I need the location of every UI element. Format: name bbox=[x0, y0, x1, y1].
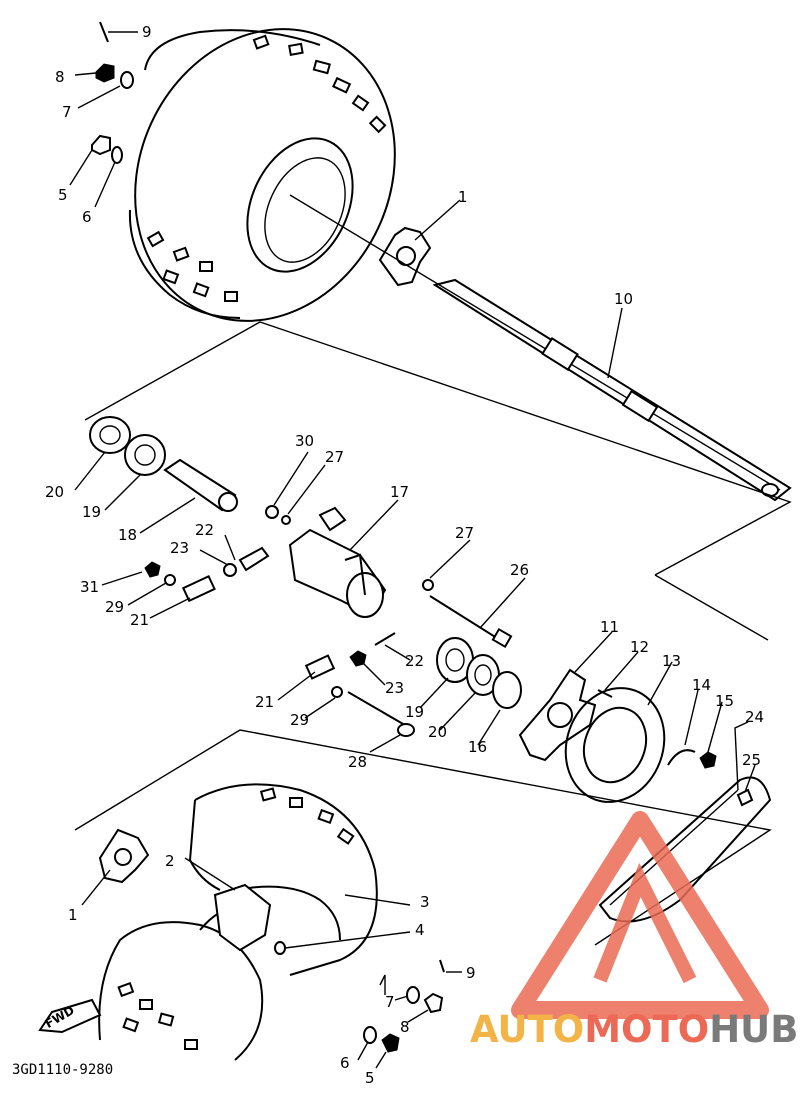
callout-25: 25 bbox=[742, 751, 761, 769]
group-outline-mid bbox=[654, 574, 769, 641]
callout-9-upper: 9 bbox=[142, 23, 152, 41]
callout-26: 26 bbox=[510, 561, 529, 579]
callout-8-lower: 8 bbox=[400, 1018, 410, 1036]
upper-tire bbox=[128, 28, 396, 322]
callout-5-upper: 5 bbox=[58, 186, 68, 204]
callout-6-upper: 6 bbox=[82, 208, 92, 226]
diagram-code: 3GD1110-9280 bbox=[12, 1062, 114, 1078]
callout-29-lower: 29 bbox=[290, 711, 309, 729]
axle-centerline bbox=[289, 194, 781, 491]
watermark-logo bbox=[511, 811, 769, 1019]
callout-31: 31 bbox=[80, 578, 99, 596]
watermark-hub: HUB bbox=[709, 1008, 799, 1051]
callout-28: 28 bbox=[348, 753, 367, 771]
callout-17: 17 bbox=[390, 483, 409, 501]
upper-left-hardware bbox=[91, 21, 134, 164]
fwd-arrow-icon bbox=[38, 998, 102, 1034]
rear-axle bbox=[432, 278, 792, 502]
hub-upper bbox=[378, 226, 432, 287]
callout-18: 18 bbox=[118, 526, 137, 544]
callout-8-upper: 8 bbox=[55, 68, 65, 86]
sprocket-13 bbox=[564, 687, 666, 803]
callout-12: 12 bbox=[630, 638, 649, 656]
callout-21-upper: 21 bbox=[130, 611, 149, 629]
callout-14: 14 bbox=[692, 676, 711, 694]
clip-and-nut bbox=[667, 749, 717, 769]
callout-7-lower: 7 bbox=[385, 993, 395, 1011]
callout-23-lower: 23 bbox=[385, 679, 404, 697]
callout-22-lower: 22 bbox=[405, 652, 424, 670]
callout-3: 3 bbox=[420, 893, 430, 911]
callout-7-upper: 7 bbox=[62, 103, 72, 121]
sprocket-hub bbox=[518, 668, 597, 762]
group-outline-upper bbox=[84, 321, 792, 576]
watermark-moto: MOTO bbox=[584, 1008, 710, 1051]
spacer-collar bbox=[163, 458, 238, 512]
lower-right-hardware bbox=[274, 941, 445, 1053]
callout-21-lower: 21 bbox=[255, 693, 274, 711]
watermark-text: AUTOMOTOHUB bbox=[470, 1008, 798, 1051]
watermark-auto: AUTO bbox=[470, 1008, 585, 1051]
callout-29-upper: 29 bbox=[105, 598, 124, 616]
callout-20-lower: 20 bbox=[428, 723, 447, 741]
callout-19-upper: 19 bbox=[82, 503, 101, 521]
callout-23-upper: 23 bbox=[170, 539, 189, 557]
bolt-26 bbox=[422, 579, 513, 649]
callout-30: 30 bbox=[295, 432, 314, 450]
hub-lower bbox=[98, 828, 150, 884]
callout-15: 15 bbox=[715, 692, 734, 710]
callout-16: 16 bbox=[468, 738, 487, 756]
callout-24: 24 bbox=[745, 708, 764, 726]
callout-27-upper: 27 bbox=[325, 448, 344, 466]
callout-6-lower: 6 bbox=[340, 1054, 350, 1072]
callout-labels: 9 8 7 5 6 1 10 30 27 17 27 26 20 19 18 2… bbox=[45, 23, 764, 1087]
callout-9-lower: 9 bbox=[466, 964, 476, 982]
callout-19-lower: 19 bbox=[405, 703, 424, 721]
callout-2: 2 bbox=[165, 852, 175, 870]
callout-22-upper: 22 bbox=[195, 521, 214, 539]
callout-11: 11 bbox=[600, 618, 619, 636]
callout-27-lower: 27 bbox=[455, 524, 474, 542]
callout-13: 13 bbox=[662, 652, 681, 670]
bearing-seal-left bbox=[89, 416, 166, 476]
group-outline-lower bbox=[74, 729, 772, 946]
axle-housing bbox=[288, 506, 387, 618]
callout-1-lower: 1 bbox=[68, 906, 78, 924]
lower-tire bbox=[98, 783, 378, 1061]
callout-20-upper: 20 bbox=[45, 483, 64, 501]
leader-lines bbox=[69, 31, 756, 1069]
callout-4: 4 bbox=[415, 921, 425, 939]
adjuster-bolts bbox=[144, 505, 291, 603]
bearings-right bbox=[436, 637, 522, 709]
callout-10: 10 bbox=[614, 290, 633, 308]
callout-5-lower: 5 bbox=[365, 1069, 375, 1087]
callout-1-upper: 1 bbox=[458, 188, 468, 206]
